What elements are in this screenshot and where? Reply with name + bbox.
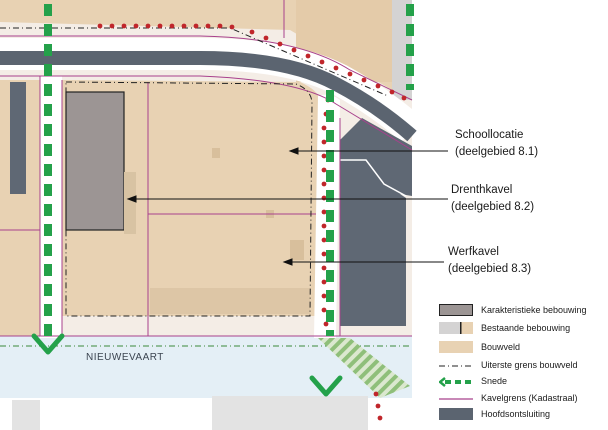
main-road-asphalt <box>0 51 417 142</box>
legend-item-snede: Snede <box>437 374 508 388</box>
bestaande-bebouwing-swatch <box>439 322 473 334</box>
legend-label: Bestaande bebouwing <box>481 323 571 333</box>
green-dashed-arrow-icon <box>437 375 473 387</box>
footprint-1 <box>150 288 310 314</box>
existing-building-east-outline <box>340 159 407 197</box>
legend-label: Uiterste grens bouwveld <box>481 360 578 370</box>
legend-item-hoofdsontsluiting: Hoofdsontsluiting <box>439 407 550 421</box>
legend-item-karakteristieke: Karakteristieke bebouwing <box>439 303 587 317</box>
callout-drenthkavel: Drenthkavel (deelgebied 8.2) <box>451 182 534 216</box>
dash-dot-line-icon <box>439 359 473 371</box>
bouwveld-north <box>0 0 392 90</box>
callout-subtitle: (deelgebied 8.2) <box>451 201 535 213</box>
legend-label: Kavelgrens (Kadastraal) <box>481 393 578 403</box>
callout-subtitle: (deelgebied 8.1) <box>455 146 539 158</box>
dark-grey-bar-swatch <box>439 408 473 420</box>
south-building-left <box>12 400 40 430</box>
callout-title: Schoollocatie <box>455 129 524 141</box>
callout-werfkavel: Werfkavel (deelgebied 8.3) <box>448 244 531 278</box>
existing-building-annex <box>124 172 136 234</box>
route-dots <box>97 23 407 421</box>
legend-item-bestaande: Bestaande bebouwing <box>439 321 570 335</box>
legend-item-kavelgrens: Kavelgrens (Kadastraal) <box>439 391 578 405</box>
callout-title: Werfkavel <box>448 246 499 258</box>
kavelgrens-lines <box>0 0 413 337</box>
street-label-nieuwevaart: NIEUWEVAART <box>86 352 164 363</box>
purple-line-icon <box>439 392 473 404</box>
characteristic-building <box>65 91 125 231</box>
footprint-2 <box>212 148 220 158</box>
footprint-4 <box>290 240 304 260</box>
callout-lines <box>126 147 448 266</box>
legend-label: Bouwveld <box>481 342 521 352</box>
south-building-mid <box>212 396 368 430</box>
hatched-zone <box>318 338 410 398</box>
legend-label: Karakteristieke bebouwing <box>481 305 587 315</box>
existing-building-west <box>10 82 26 194</box>
legend-item-bouwveld: Bouwveld <box>439 340 520 354</box>
callout-subtitle: (deelgebied 8.3) <box>448 263 532 275</box>
snede-lines <box>44 4 414 336</box>
legend-label: Hoofdsontsluiting <box>481 409 551 419</box>
callout-title: Drenthkavel <box>451 184 513 196</box>
legend-label: Snede <box>481 376 508 386</box>
existing-building-east <box>340 118 412 326</box>
karakteristieke-bebouwing-swatch <box>439 304 473 316</box>
legend-item-uiterste-grens: Uiterste grens bouwveld <box>439 358 578 372</box>
snede-arrows <box>31 333 343 397</box>
callout-schoollocatie: Schoollocatie (deelgebied 8.1) <box>455 127 538 161</box>
bouwveld-central <box>62 80 320 316</box>
bouwveld-swatch <box>439 341 473 353</box>
